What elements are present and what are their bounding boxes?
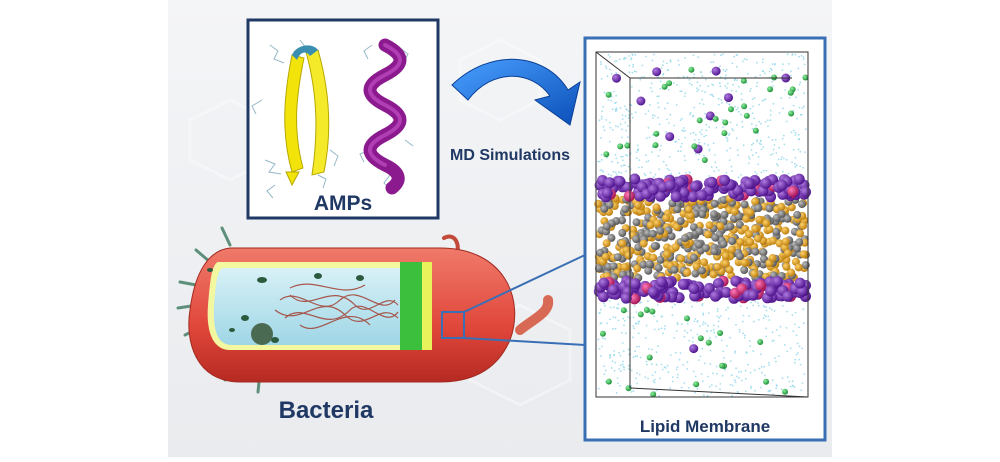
zoom-line-bottom: [463, 337, 586, 346]
lipid-membrane-label: Lipid Membrane: [640, 417, 770, 436]
bacterium-icon: [176, 226, 554, 394]
amps-label: AMPs: [314, 192, 372, 215]
zoom-line-top: [463, 254, 586, 313]
zoom-region: [441, 311, 465, 339]
alpha-helix-icon: [359, 38, 414, 195]
simulation-box: [595, 51, 809, 398]
curved-arrow-icon: [451, 58, 581, 126]
bacteria-label: Bacteria: [279, 397, 374, 424]
membrane-box-icon: [593, 53, 811, 398]
md-simulations-label: MD Simulations: [450, 147, 570, 164]
beta-sheet-icon: [251, 39, 339, 199]
